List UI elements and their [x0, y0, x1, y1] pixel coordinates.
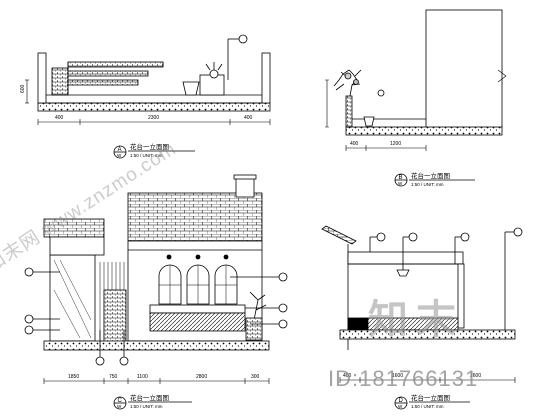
view-d-scale: 1:50 / UNIT: mm: [411, 404, 444, 409]
view-a-dim-left: 600: [20, 84, 26, 93]
view-c-dim-4: 2800: [196, 374, 207, 380]
view-c-dim-3: 1100: [137, 374, 148, 380]
view-b-circle-sub: W: [398, 181, 403, 186]
view-d-elevation: [321, 225, 523, 410]
view-b-dim-1: 400: [350, 141, 359, 147]
view-a-dim-1: 400: [55, 115, 64, 121]
view-a-title: 花台一立面图: [130, 142, 169, 151]
view-c-circle-label: C: [118, 398, 123, 404]
view-c-dim-5: 300: [251, 374, 260, 380]
view-b-dim-2: 1200: [390, 141, 401, 147]
view-a-dim-3: 400: [244, 115, 253, 121]
view-b-elevation: [325, 9, 507, 187]
view-a-elevation: [25, 34, 271, 159]
view-a-circle-label: A: [118, 147, 122, 153]
view-c-scale: 1:50 / UNIT: mm: [130, 404, 163, 409]
view-d-dim-1: 400: [343, 373, 352, 379]
view-d-circle-sub: W: [398, 404, 403, 409]
view-d-dim-2: 1600: [392, 373, 403, 379]
view-c-dim-1: 1850: [68, 374, 79, 380]
view-d-circle-label: D: [399, 398, 404, 404]
view-a-circle-sub: W: [117, 153, 122, 158]
view-c-circle-sub: W: [117, 404, 122, 409]
view-d-dim-3: 2600: [470, 373, 481, 379]
view-b-title: 花台一立面图: [411, 171, 450, 180]
view-a-scale: 1:50 / UNIT: mm: [130, 153, 163, 158]
view-d-title: 花台一立面图: [411, 393, 450, 402]
view-c-dim-2: 750: [109, 374, 118, 380]
view-c-elevation: [24, 174, 288, 410]
view-b-scale: 1:50 / UNIT: mm: [411, 182, 444, 187]
view-b-circle-label: B: [399, 175, 403, 181]
view-a-dim-2: 2300: [148, 115, 159, 121]
view-c-title: 花台一立面图: [130, 393, 169, 402]
